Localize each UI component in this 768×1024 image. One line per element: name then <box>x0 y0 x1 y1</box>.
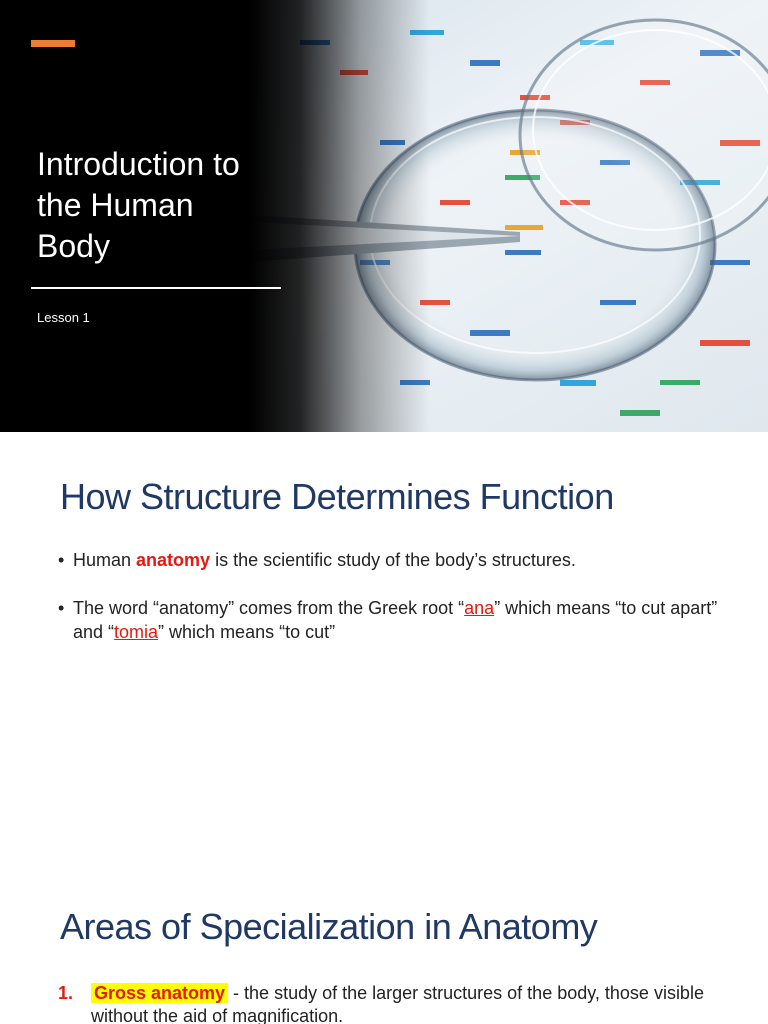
text-run: ” which means “to cut apart” and “ <box>73 598 718 642</box>
text-run: ” which means “to cut” <box>158 622 336 642</box>
text-run: is the scientific study of the body’s st… <box>210 550 576 570</box>
bullet-icon: • <box>58 550 65 570</box>
bullet-item: • The word “anatomy” comes from the Gree… <box>58 596 738 644</box>
bullet-item: • Human anatomy is the scientific study … <box>58 548 738 572</box>
text-run: The word “anatomy” comes from the Greek … <box>73 598 465 618</box>
numbered-list: 1. Gross anatomy - the study of the larg… <box>58 982 738 1024</box>
photo-dark-fade <box>0 0 768 432</box>
numbered-item: 1. Gross anatomy - the study of the larg… <box>58 982 738 1024</box>
greek-root-term: ana <box>464 598 495 618</box>
slide-heading: Areas of Specialization in Anatomy <box>60 906 598 947</box>
title-line: the Human <box>37 187 194 223</box>
title-divider <box>31 287 281 289</box>
title-slide: Introduction to the Human Body Lesson 1 <box>0 0 768 432</box>
greek-root-term: tomia <box>114 622 159 642</box>
slide-title: Introduction to the Human Body <box>37 144 287 267</box>
title-line: Body <box>37 228 110 264</box>
slide-heading: How Structure Determines Function <box>60 476 614 517</box>
highlighted-term: Gross anatomy <box>91 983 229 1003</box>
content-slide-structure: How Structure Determines Function • Huma… <box>0 432 768 864</box>
text-run: Human <box>73 550 137 570</box>
key-term: anatomy <box>136 550 211 570</box>
slide-subtitle: Lesson 1 <box>37 310 90 325</box>
content-slide-specialization: Areas of Specialization in Anatomy 1. Gr… <box>0 864 768 1024</box>
item-number: 1. <box>58 983 74 1003</box>
bullet-list: • Human anatomy is the scientific study … <box>58 548 738 661</box>
orange-accent-bar <box>31 40 75 47</box>
bullet-icon: • <box>58 598 65 618</box>
text-run: - the study of the larger structures of … <box>91 983 704 1024</box>
title-line: Introduction to <box>37 146 240 182</box>
